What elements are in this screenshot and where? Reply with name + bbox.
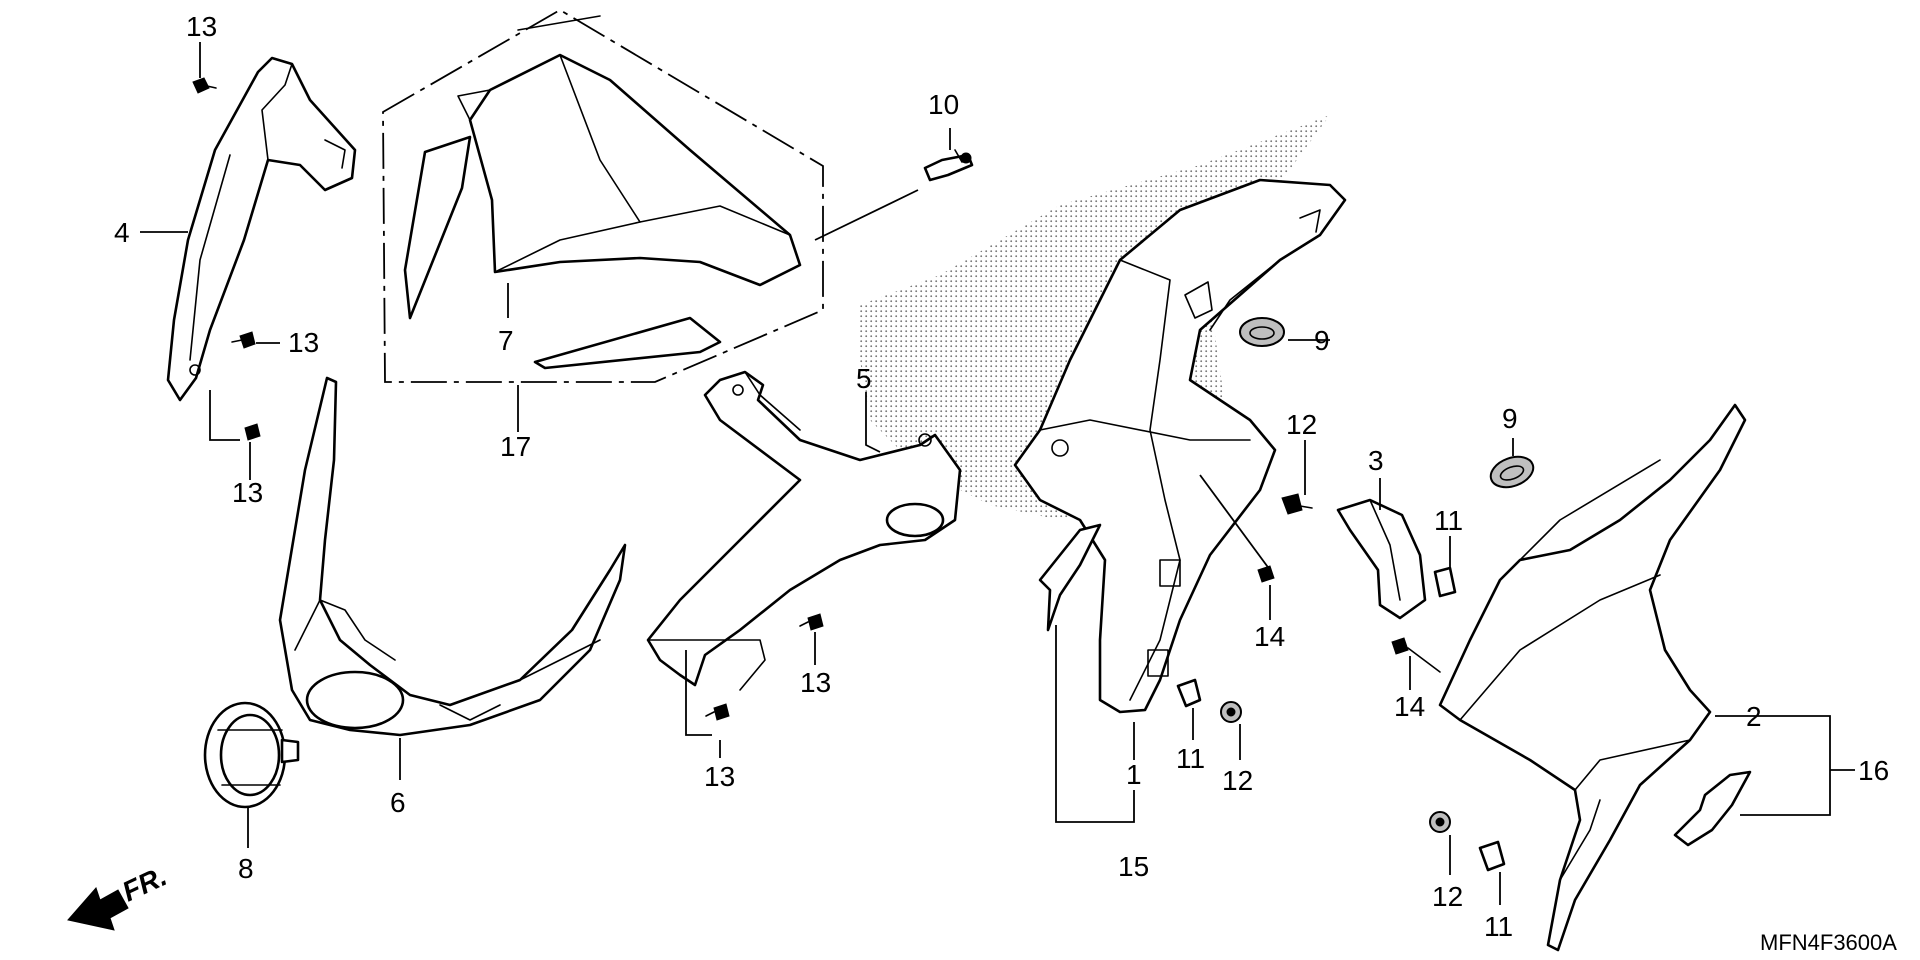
callout-13-mid: 13 bbox=[288, 327, 319, 358]
fastener-13-top bbox=[192, 77, 217, 94]
callout-16: 16 bbox=[1858, 755, 1889, 786]
part-6-lower-bracket bbox=[278, 376, 627, 737]
part-2-side-cowl bbox=[1438, 403, 1747, 952]
front-direction-indicator: FR. bbox=[67, 860, 171, 931]
fastener-14-right bbox=[1391, 637, 1441, 673]
front-arrow-icon bbox=[67, 887, 129, 931]
callout-13-top: 13 bbox=[186, 11, 217, 42]
callout-5: 5 bbox=[856, 363, 872, 394]
fastener-14-left bbox=[1257, 565, 1275, 583]
part-8-ring bbox=[203, 701, 300, 809]
callout-1: 1 bbox=[1126, 759, 1142, 790]
callout-14-right: 14 bbox=[1394, 691, 1425, 722]
part-17-decal-bottom bbox=[533, 316, 722, 370]
callout-13-low: 13 bbox=[232, 477, 263, 508]
callout-8: 8 bbox=[238, 853, 254, 884]
leader-lines bbox=[140, 42, 1855, 905]
fastener-12-mid bbox=[1220, 701, 1242, 723]
part-17-decal-left bbox=[403, 135, 472, 320]
fastener-12-upper bbox=[1281, 493, 1313, 515]
callout-2: 2 bbox=[1746, 701, 1762, 732]
part-4-inner-bracket bbox=[166, 56, 357, 402]
clip-11-right bbox=[1433, 566, 1457, 598]
part-10-screw bbox=[923, 149, 974, 182]
fastener-13-bottom bbox=[705, 703, 730, 721]
callout-12-upper: 12 bbox=[1286, 409, 1317, 440]
callout-7: 7 bbox=[498, 325, 514, 356]
callout-13-right: 13 bbox=[800, 667, 831, 698]
part-17-screen-set bbox=[382, 8, 824, 383]
callout-9-lower: 9 bbox=[1502, 403, 1518, 434]
callout-14-left: 14 bbox=[1254, 621, 1285, 652]
diagram-code: MFN4F3600A bbox=[1760, 930, 1897, 955]
part-15-decal-left bbox=[1038, 523, 1102, 632]
callout-11-left: 11 bbox=[1176, 743, 1205, 774]
clip-11-left bbox=[1176, 678, 1202, 708]
callout-11-bottom: 11 bbox=[1484, 911, 1513, 942]
fastener-12-lower bbox=[1429, 811, 1451, 833]
callout-3: 3 bbox=[1368, 445, 1384, 476]
direction-label: FR. bbox=[117, 860, 171, 907]
part-1-side-cowl bbox=[1013, 178, 1347, 714]
part-9-grommet-lower bbox=[1489, 455, 1535, 489]
callout-17: 17 bbox=[500, 431, 531, 462]
part-3-small-bracket bbox=[1336, 498, 1427, 620]
part-16-decal-right bbox=[1673, 770, 1752, 847]
clip-11-bottom bbox=[1478, 840, 1506, 872]
callout-labels: 1 2 3 4 5 6 7 8 9 9 10 11 11 11 12 12 12… bbox=[114, 11, 1889, 942]
part-7-windscreen bbox=[468, 53, 802, 287]
fastener-13-mid bbox=[231, 331, 256, 349]
fastener-13-right bbox=[799, 613, 824, 631]
callout-11-right: 11 bbox=[1434, 505, 1463, 536]
callout-10: 10 bbox=[928, 89, 959, 120]
fastener-13-low bbox=[244, 423, 261, 441]
callout-9-upper: 9 bbox=[1314, 325, 1330, 356]
part-5-middle-stay bbox=[646, 370, 962, 691]
callout-4: 4 bbox=[114, 217, 130, 248]
callout-13-bottom: 13 bbox=[704, 761, 735, 792]
callout-12-lower: 12 bbox=[1432, 881, 1463, 912]
callout-15: 15 bbox=[1118, 851, 1149, 882]
callout-12-mid: 12 bbox=[1222, 765, 1253, 796]
callout-6: 6 bbox=[390, 787, 406, 818]
part-9-grommet-upper bbox=[1239, 317, 1285, 347]
